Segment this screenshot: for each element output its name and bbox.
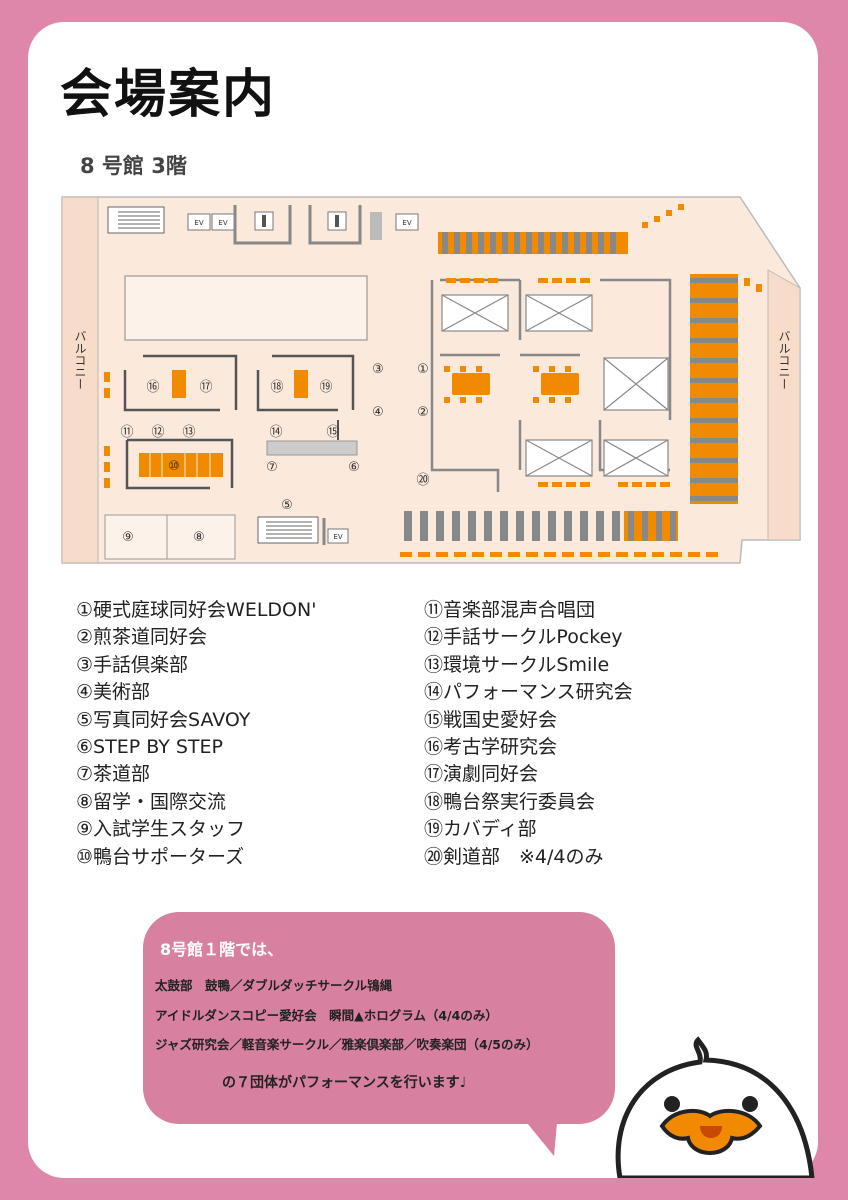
marker-12: ⑫: [151, 425, 164, 440]
legend-item: ⑭パフォーマンス研究会: [424, 681, 633, 704]
legend-item: ⑤写真同好会SAVOY: [76, 708, 251, 731]
table-14-15: [266, 440, 358, 456]
balcony-left-label: バルコニー: [73, 330, 87, 390]
legend-item: ③手話倶楽部: [76, 653, 189, 676]
room-8: [166, 514, 236, 560]
marker-1: ①: [417, 362, 429, 377]
legend-right: ⑪音楽部混声合唱団 ⑫手話サークルPockey ⑬環境サークルSmile ⑭パフ…: [424, 597, 633, 871]
booth-10: [125, 438, 234, 490]
map-markers: ① ② ③ ④ ⑤ ⑥ ⑦ ⑧ ⑨ ⑩ ⑪ ⑫ ⑬ ⑭ ⑮ ⑯ ⑰ ⑱ ⑲ ⑳: [120, 362, 429, 545]
marker-13: ⑬: [182, 425, 195, 440]
marker-15: ⑮: [326, 425, 339, 440]
notice-footer: の７団体がパフォーマンスを行います♩: [222, 1075, 467, 1091]
floor-map: バルコニー バルコニー EV EV EV EV: [61, 196, 801, 564]
ev-label-2: EV: [218, 219, 227, 227]
legend-item: ④美術部: [76, 681, 151, 704]
marker-20: ⑳: [416, 473, 429, 488]
marker-2: ②: [417, 405, 429, 420]
marker-8: ⑧: [193, 530, 205, 545]
legend-item: ⑨入試学生スタッフ: [76, 818, 246, 841]
void-boxes: [441, 294, 669, 477]
marker-19: ⑲: [319, 380, 332, 395]
legend-item: ⑰演劇同好会: [424, 763, 539, 786]
marker-17: ⑰: [199, 380, 212, 395]
balcony-right: [767, 269, 801, 541]
marker-5: ⑤: [281, 498, 293, 513]
legend-item: ⑱鴨台祭実行委員会: [424, 790, 596, 813]
right-area-walls: [430, 278, 672, 492]
ev-label-3: EV: [402, 219, 411, 227]
marker-16: ⑯: [146, 380, 159, 395]
restroom-icons: [254, 211, 382, 240]
booth-18-19: [256, 354, 355, 412]
legend-item: ⑫手話サークルPockey: [424, 626, 623, 649]
marker-7: ⑦: [266, 460, 278, 475]
marker-10: ⑩: [168, 459, 180, 474]
legend-item: ⑪音楽部混声合唱団: [424, 599, 596, 621]
booth-16-17: [123, 354, 238, 412]
bottom-benches: [404, 511, 620, 541]
legend-item: ⑩鴨台サポーターズ: [76, 845, 245, 868]
marker-3: ③: [372, 362, 384, 377]
notice-line: 太鼓部 鼓鴨／ダブルダッチサークル鴇縄: [155, 978, 393, 993]
balcony-left: [61, 196, 99, 564]
ev-label-4: EV: [333, 533, 342, 541]
stairs-bottom: [257, 516, 319, 544]
restroom-walls: [233, 205, 362, 245]
legend-item: ⑲カバディ部: [424, 818, 537, 841]
room-tables: [444, 366, 579, 403]
legend-item: ⑥STEP BY STEP: [76, 736, 223, 759]
small-tables: [400, 204, 762, 557]
marker-9: ⑨: [122, 530, 134, 545]
bubble-tail: [518, 1112, 558, 1156]
duck-mascot-icon: [615, 1036, 815, 1178]
legend-item: ⑯考古学研究会: [424, 736, 558, 759]
legend-item: ⑬環境サークルSmile: [424, 653, 610, 676]
right-column-tables: [690, 274, 738, 504]
table-10: [139, 453, 223, 477]
marker-6: ⑥: [348, 460, 360, 475]
legend-left: ①硬式庭球同好会WELDON' ②煎茶道同好会 ③手話倶楽部 ④美術部 ⑤写真同…: [76, 597, 316, 871]
legend-item: ②煎茶道同好会: [76, 626, 208, 649]
balcony-right-label: バルコニー: [777, 330, 791, 390]
marker-14: ⑭: [269, 425, 282, 440]
notice-bubble: [143, 912, 615, 1124]
marker-18: ⑱: [270, 380, 283, 395]
room-9: [104, 514, 168, 560]
stairs-top: [107, 206, 165, 234]
notice-line: ジャズ研究会／軽音楽サークル／雅楽倶楽部／吹奏楽団（4/5のみ）: [155, 1037, 539, 1052]
room-top-center: [124, 275, 368, 341]
legend-item: ⑮戦国史愛好会: [424, 708, 558, 731]
legend-item: ⑦茶道部: [76, 763, 151, 786]
top-right-tables: [438, 232, 628, 254]
marker-11: ⑪: [120, 425, 133, 440]
notice-line: アイドルダンスコピー愛好会 瞬間▲ホログラム（4/4のみ）: [155, 1008, 498, 1023]
left-wall-tables: [104, 372, 110, 488]
legend-item: ⑳剣道部 ※4/4のみ: [424, 845, 604, 868]
legend-item: ①硬式庭球同好会WELDON': [76, 599, 317, 621]
notice-heading: 8号館１階では、: [160, 940, 284, 959]
page-title: 会場案内: [60, 65, 277, 125]
ev-label-1: EV: [194, 219, 203, 227]
marker-4: ④: [372, 405, 384, 420]
floor-title: 8 号館 3階: [80, 154, 187, 178]
legend-item: ⑧留学・国際交流: [76, 790, 227, 813]
